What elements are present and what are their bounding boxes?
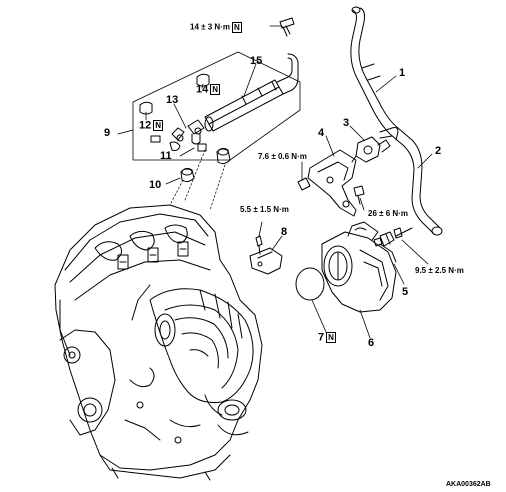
torque-text: 14 ± 3 N·m [190, 22, 230, 32]
bracket-4 [297, 149, 365, 217]
part-number-1: 1 [399, 67, 406, 79]
part-number-3: 3 [343, 117, 350, 129]
part-number-9: 9 [104, 127, 111, 139]
valve-3 [351, 136, 391, 163]
insulator-11 [216, 147, 231, 165]
gasket-7 [295, 267, 325, 301]
new-part-badge: N [231, 22, 242, 33]
insulator-10 [180, 167, 195, 183]
part-number-2: 2 [435, 145, 442, 157]
new-part-badge: N [153, 120, 164, 131]
torque-label-bracket-bolt: 7.6 ± 0.6 N·m [258, 152, 307, 161]
part-number-4: 4 [318, 127, 325, 139]
injector-group [169, 119, 205, 151]
part-number-10: 10 [149, 179, 162, 191]
grommets [139, 73, 210, 152]
part-number-7-text: 7 [318, 331, 325, 344]
torque-label-95-bolt: 9.5 ± 2.5 N·m [415, 266, 464, 275]
top-bolt [279, 17, 295, 37]
hose-assembly [350, 6, 443, 236]
sub-assembly-outline [132, 51, 301, 161]
part-number-8: 8 [281, 226, 288, 238]
part-number-6: 6 [368, 337, 375, 349]
torque-label-26-bolt: 26 ± 6 N·m [368, 209, 408, 218]
engine-assembly [54, 204, 263, 481]
new-part-badge: N [210, 84, 221, 95]
part-number-12-text: 12 [139, 119, 152, 132]
part-number-5: 5 [402, 286, 409, 298]
figure-code: AKA00362AB [446, 481, 491, 488]
throttle-body [321, 221, 397, 313]
fastener-5 [373, 227, 413, 263]
part-number-15: 15 [250, 55, 263, 67]
sensor-8 [249, 235, 283, 275]
torque-label-sensor-bolt: 5.5 ± 1.5 N·m [240, 205, 289, 214]
fuel-rail [204, 53, 299, 132]
part-number-11: 11 [160, 150, 172, 162]
new-part-badge: N [326, 332, 336, 343]
part-number-13: 13 [166, 94, 179, 106]
part-number-14-text: 14 [196, 83, 209, 96]
assembly-guide-lines [169, 149, 226, 211]
leader-lines [117, 25, 433, 339]
